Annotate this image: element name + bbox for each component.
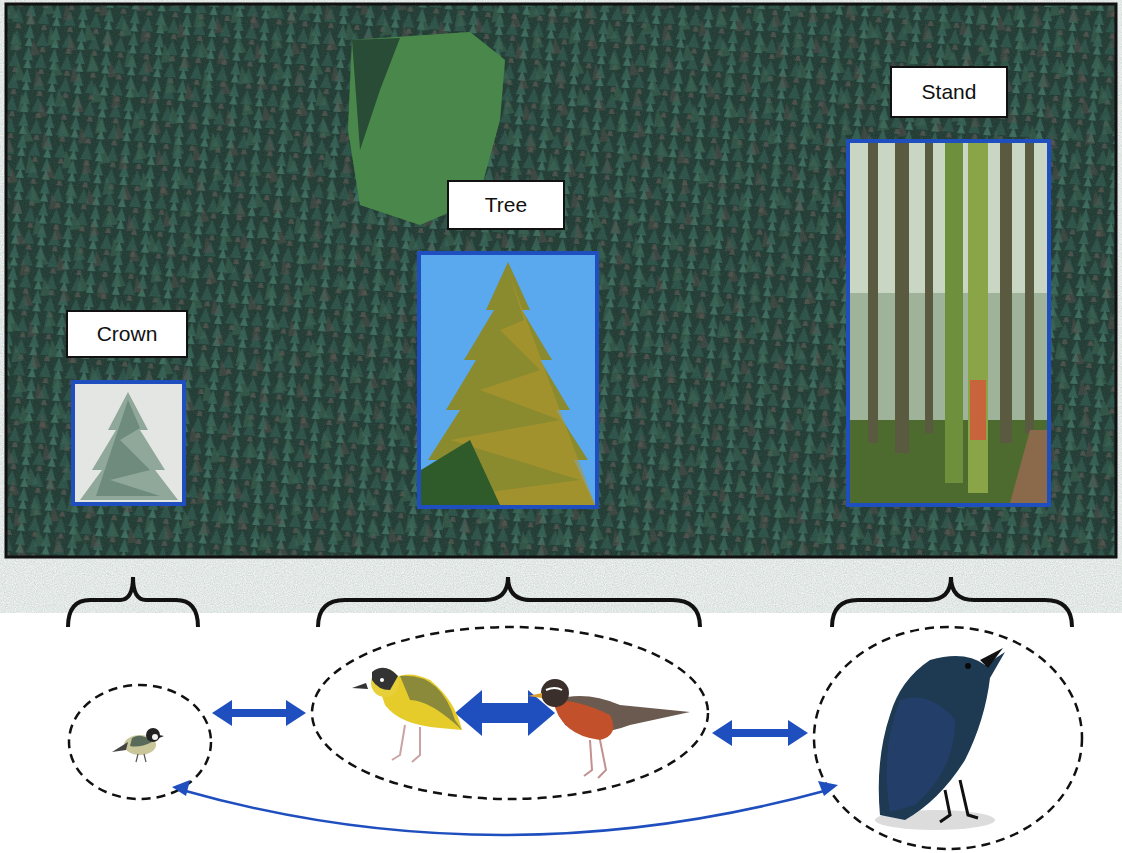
scale-label: Crown (97, 322, 158, 346)
label-box: Crown (66, 310, 188, 358)
label-box: Stand (890, 66, 1008, 118)
scale-label: Tree (485, 193, 527, 217)
label-box: Tree (447, 180, 565, 230)
scale-label: Stand (922, 80, 977, 104)
